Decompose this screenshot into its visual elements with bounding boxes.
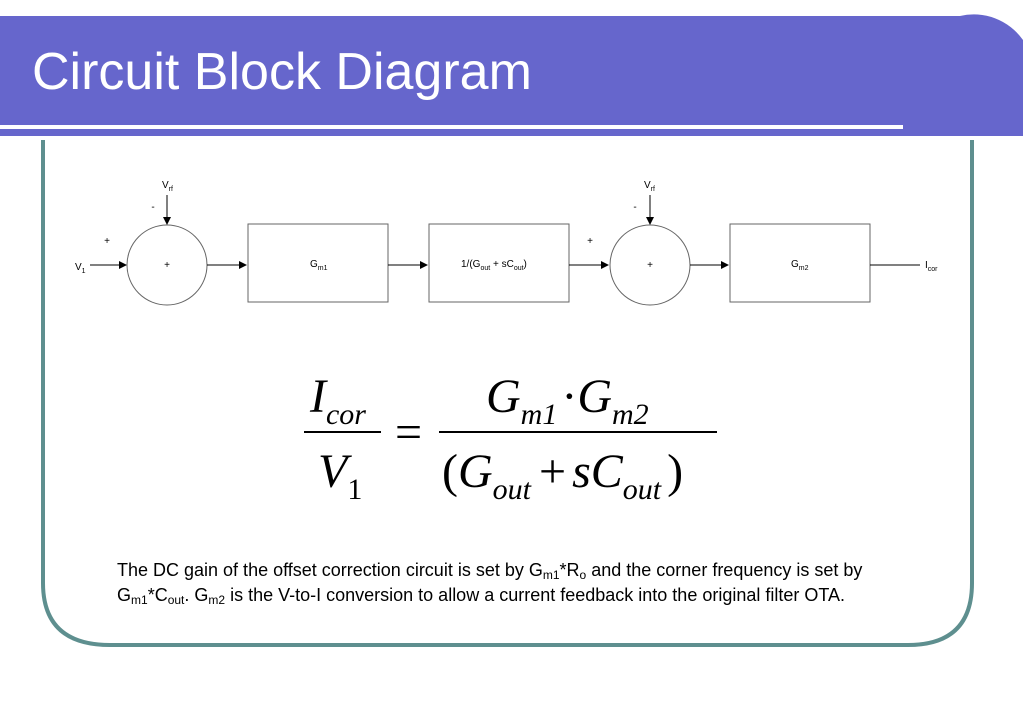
lhs-numerator: Icor <box>309 370 366 431</box>
caption-subscript: m1 <box>131 593 148 607</box>
caption-subscript: m1 <box>542 568 560 582</box>
block-gm2-label: Gm2 <box>791 259 809 272</box>
caption-text: and the corner frequency is set by G <box>117 560 863 605</box>
equals-sign: = <box>395 406 422 459</box>
sum1-ref-label: Vrf <box>162 180 173 193</box>
block-gm2 <box>729 223 871 303</box>
rhs-numerator: Gm1·Gm2 <box>486 370 649 431</box>
sum1-input-sign: + <box>104 236 110 247</box>
caption-subscript: m2 <box>208 593 226 607</box>
caption-subscript: out <box>167 593 185 607</box>
caption-text: *R <box>559 560 580 580</box>
sum2-ref-label: Vrf <box>644 180 655 193</box>
caption-text: The DC gain of the offset correction cir… <box>117 560 543 580</box>
sum1-ref-sign: - <box>151 202 154 213</box>
caption-paragraph: The DC gain of the offset correction cir… <box>117 558 917 608</box>
sum2-input-sign: + <box>587 236 593 247</box>
rhs-denominator: (Gout+sCout) <box>442 445 683 506</box>
block-filter <box>428 223 570 303</box>
page-title: Circuit Block Diagram <box>32 43 532 101</box>
sum2-center-label: + <box>647 260 653 271</box>
title-band-shape <box>0 14 1023 136</box>
title-band <box>0 14 1023 136</box>
sum1-center-label: + <box>164 260 170 271</box>
caption-text: is the V-to-I conversion to allow a curr… <box>225 585 846 605</box>
lhs-denominator: V1 <box>318 445 362 506</box>
block-gm1 <box>247 223 389 303</box>
output-label: Icor <box>925 260 938 273</box>
caption-text: *C <box>147 585 168 605</box>
caption-subscript: o <box>579 568 587 582</box>
input-label: V1 <box>75 262 86 275</box>
caption-text: . G <box>184 585 209 605</box>
sum2-ref-sign: - <box>633 202 636 213</box>
block-gm1-label: Gm1 <box>310 259 328 272</box>
block-filter-label: 1/(Gout + sCout) <box>461 259 527 272</box>
